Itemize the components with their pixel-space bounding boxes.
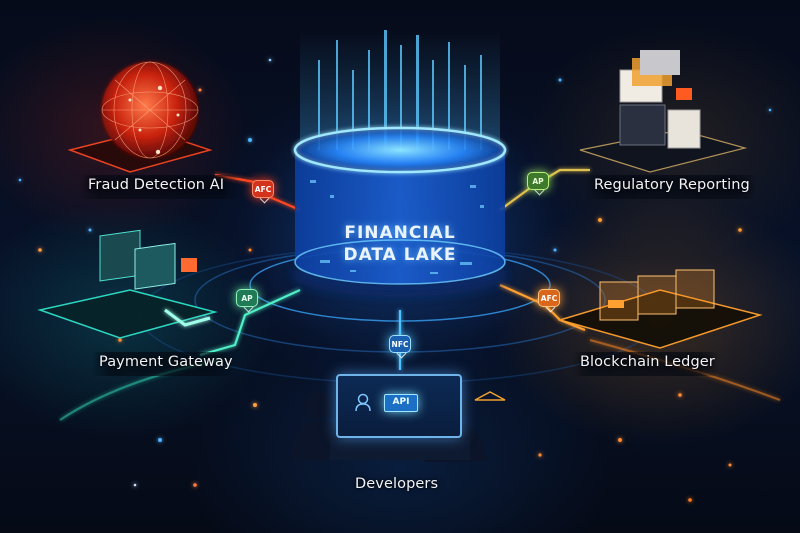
blockchain-cubes-icon [557, 269, 763, 349]
payment-cards-icon [37, 229, 218, 339]
node-label-regulatory-reporting: Regulatory Reporting [594, 177, 750, 193]
brick-icon [474, 391, 506, 401]
blockchain-label-bg [573, 352, 718, 376]
api-screen-button: API [384, 394, 418, 412]
node-label-developers: Developers [355, 476, 439, 492]
developer-monitor: API [336, 374, 462, 438]
node-label-blockchain-ledger: Blockchain Ledger [580, 354, 715, 370]
data-lake-title: FINANCIAL DATA LAKE [300, 222, 500, 266]
node-label-payment-gateway: Payment Gateway [99, 354, 233, 370]
api-badge-payment: AP [236, 289, 258, 307]
node-label-fraud-detection: Fraud Detection AI [88, 177, 225, 193]
api-badge-blockchain: AFC [538, 289, 560, 307]
data-lake-cylinder [292, 126, 508, 297]
neural-sphere-icon [67, 61, 213, 173]
data-lake-title-line2: DATA LAKE [343, 245, 457, 265]
api-badge-developers: NFC [389, 335, 411, 353]
payment-connector [199, 288, 301, 357]
blockchain-connector [499, 283, 586, 332]
payment-label-bg [92, 352, 230, 376]
user-headset-icon [355, 393, 371, 412]
regulatory-label-bg [586, 175, 756, 199]
api-badge-regulatory: AP [527, 172, 549, 190]
api-badge-fraud: AFC [252, 180, 274, 198]
document-stack-icon [579, 50, 748, 173]
data-lake-title-line1: FINANCIAL [344, 223, 456, 243]
fraud-label-bg [80, 175, 240, 199]
